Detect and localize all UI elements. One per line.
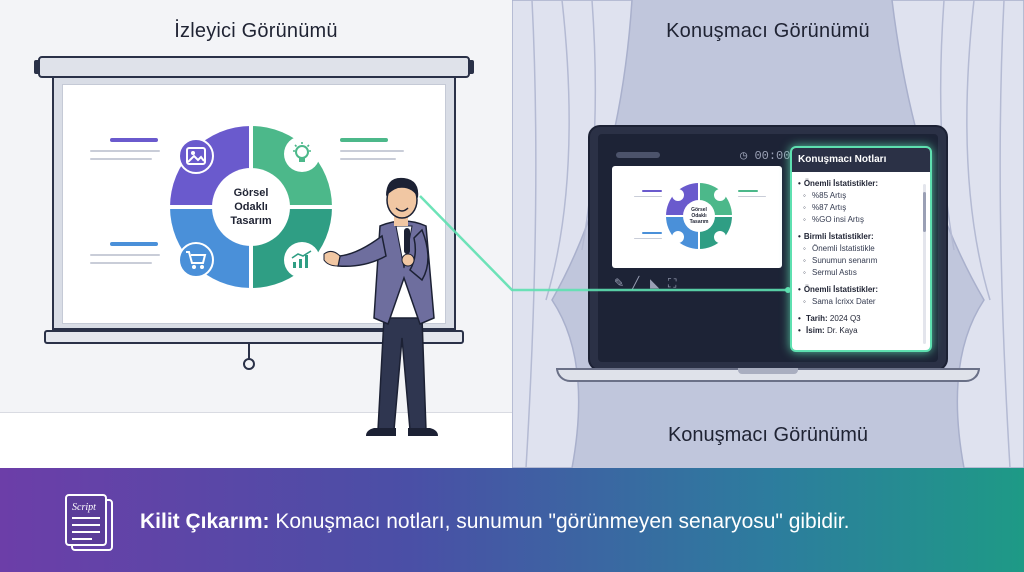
presenter-toolbar	[616, 152, 660, 158]
wheel-center-line1: Görsel	[233, 187, 269, 199]
screen-pull-cord	[248, 344, 250, 360]
notes-item: %87 Artış	[798, 202, 922, 214]
wheel-center-line3: Tasarım	[230, 215, 272, 227]
notes-date-row: Tarih: 2024 Q3	[798, 313, 922, 325]
chart-icon	[284, 242, 320, 278]
slide-accent-line	[340, 138, 388, 142]
mini-slide-text-line	[738, 196, 766, 197]
speaker-notes-header: Konuşmacı Notları	[792, 148, 930, 172]
notes-section-heading: Birmli İstatistikler:	[798, 231, 922, 243]
key-takeaway-text: Kilit Çıkarım: Konuşmacı notları, sunumu…	[140, 510, 849, 534]
audience-view-panel: İzleyici Görünümü Görsel Odaklı Tasarım	[0, 0, 512, 468]
script-icon-label: Script	[72, 502, 96, 513]
notes-date-label: Tarih:	[806, 314, 828, 323]
notes-item: Sermul Astıs	[798, 267, 922, 279]
stage-floor	[0, 412, 512, 468]
laser-pointer-icon[interactable]: ╱	[632, 276, 640, 290]
presenter-figure	[323, 177, 438, 436]
notes-item: Sunumun senarım	[798, 255, 922, 267]
slide-accent-line	[110, 242, 158, 246]
slide-text-line	[90, 158, 152, 160]
mini-slide-text-line	[634, 196, 662, 197]
script-icon: Script	[65, 494, 113, 551]
slide-text-line	[90, 262, 152, 264]
image-icon	[178, 138, 214, 174]
wheel-center-label: Görsel Odaklı Tasarım	[212, 168, 290, 246]
speaker-view-panel: Konuşmacı Görünümü ◷ 00:00 Görsel Odaklı…	[512, 0, 1024, 468]
projector-screen-bottom-bar	[44, 330, 464, 344]
clock-icon: ◷	[740, 149, 748, 163]
notes-section-heading: Önemli İstatistikler:	[798, 178, 922, 190]
notes-name-label: İsim:	[806, 326, 825, 335]
notes-item: %85 Artış	[798, 190, 922, 202]
presentation-timer: ◷ 00:00	[740, 148, 790, 163]
mini-slide-accent-line	[642, 232, 662, 234]
slide-text-line	[90, 254, 160, 256]
slide-text-line	[340, 150, 404, 152]
slide-text-line	[340, 158, 396, 160]
notes-item: Önemli İstatistikle	[798, 243, 922, 255]
speaker-view-bottom-title: Konuşmacı Görünümü	[667, 424, 869, 446]
pen-icon[interactable]: ✎	[614, 276, 625, 290]
mini-wheel-center-label: Görsel Odaklı Tasarım	[684, 202, 714, 230]
speaker-notes-panel[interactable]: Konuşmacı Notları Önemli İstatistikler: …	[790, 146, 932, 352]
key-takeaway-banner: Script Kilit Çıkarım: Konuşmacı notları,…	[0, 468, 1024, 572]
mini-slide-accent-line	[738, 190, 758, 192]
mini-center-line3: Tasarım	[689, 219, 709, 225]
notes-name-value: Dr. Kaya	[826, 326, 858, 335]
laptop-notch	[738, 368, 798, 374]
timer-value: 00:00	[754, 149, 791, 163]
slide-accent-line	[110, 138, 158, 142]
cart-icon	[178, 242, 214, 278]
notes-date-value: 2024 Q3	[829, 314, 861, 323]
audience-view-title: İzleyici Görünümü	[174, 20, 338, 42]
key-takeaway-body: Konuşmacı notları, sunumun "görünmeyen s…	[269, 510, 850, 533]
mini-slide-accent-line	[642, 190, 662, 192]
speaker-view-title: Konuşmacı Görünümü	[666, 20, 870, 42]
notes-name-row: İsim: Dr. Kaya	[798, 325, 922, 337]
projector-screen-roller	[34, 56, 474, 78]
notes-scrollbar-thumb[interactable]	[923, 192, 926, 232]
key-takeaway-label: Kilit Çıkarım:	[140, 510, 270, 533]
fullscreen-icon[interactable]: ⛶	[668, 276, 677, 290]
wheel-center-line2: Odaklı	[234, 201, 268, 213]
notes-section-heading: Önemli İstatistikler:	[798, 284, 922, 296]
lightbulb-icon	[284, 136, 320, 172]
notes-item: %GO insi Artış	[798, 214, 922, 226]
slide-text-line	[90, 150, 160, 152]
mini-slide-text-line	[634, 238, 662, 239]
notes-scrollbar-track[interactable]	[923, 184, 926, 344]
notes-item: Sama İcrixx Dater	[798, 296, 922, 308]
eraser-icon[interactable]: ◣	[650, 276, 660, 290]
speaker-notes-body: Önemli İstatistikler: %85 Artış %87 Artı…	[798, 178, 922, 337]
screen-pull-knob	[243, 358, 255, 370]
